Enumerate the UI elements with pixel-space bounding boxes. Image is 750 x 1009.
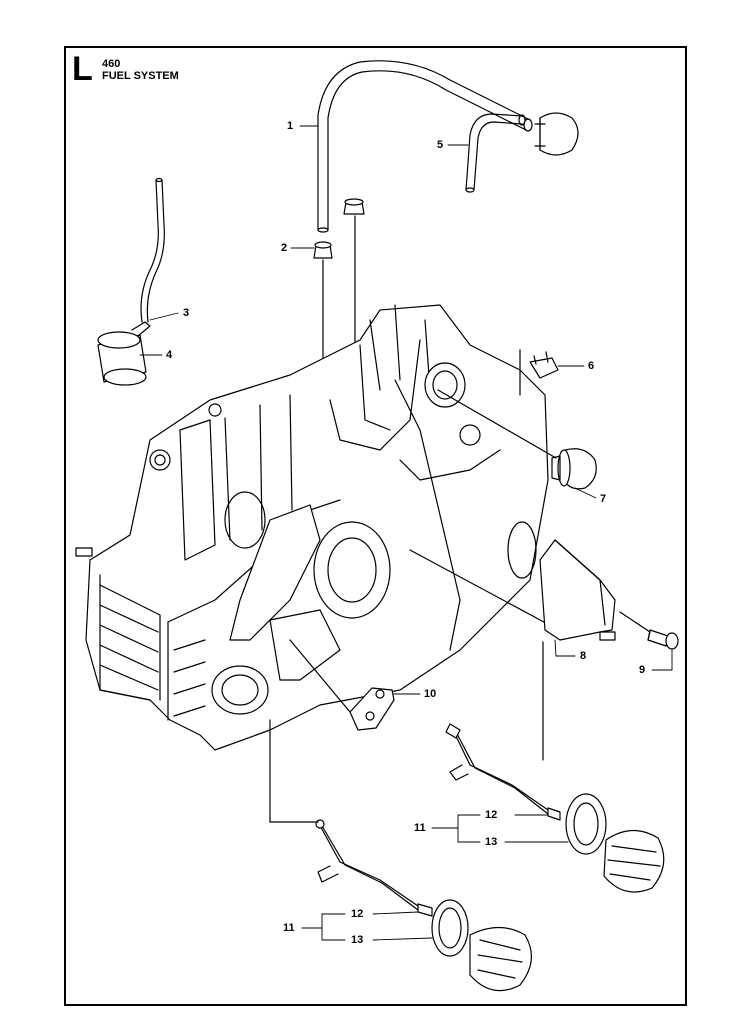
callout-13-lower: 13 bbox=[351, 934, 364, 946]
diagram-frame bbox=[64, 46, 687, 1006]
fuel-cap-assembly-upper bbox=[445, 641, 665, 893]
callout-3: 3 bbox=[183, 307, 190, 319]
callout-9: 9 bbox=[639, 664, 646, 676]
callout-12-upper: 12 bbox=[485, 809, 498, 821]
callout-13-upper: 13 bbox=[485, 836, 498, 848]
fuel-cap-assembly-lower bbox=[269, 719, 532, 992]
model-number: 460 bbox=[102, 58, 121, 70]
grommet-part bbox=[313, 198, 365, 421]
pickup-hose-part bbox=[140, 177, 165, 323]
callout-12-lower: 12 bbox=[351, 908, 364, 920]
callout-10: 10 bbox=[424, 688, 437, 700]
callout-7: 7 bbox=[600, 493, 607, 505]
callout-8: 8 bbox=[580, 650, 587, 662]
callout-2: 2 bbox=[281, 242, 288, 254]
section-letter: L bbox=[72, 50, 93, 88]
callout-11-upper: 11 bbox=[414, 822, 426, 834]
bracket-part bbox=[289, 639, 395, 731]
clip-part bbox=[519, 349, 559, 396]
callout-6: 6 bbox=[588, 360, 595, 372]
callout-4: 4 bbox=[166, 349, 173, 361]
fuel-hose-part bbox=[317, 60, 533, 233]
crankcase-housing bbox=[75, 304, 556, 751]
fuel-filter-part bbox=[97, 321, 151, 386]
callout-5: 5 bbox=[437, 139, 444, 151]
screw-part bbox=[619, 611, 679, 650]
return-hose-part bbox=[465, 112, 579, 193]
section-title: FUEL SYSTEM bbox=[102, 70, 179, 82]
primer-bulb-part bbox=[437, 389, 597, 490]
callout-11-lower: 11 bbox=[283, 922, 295, 934]
callout-1: 1 bbox=[287, 120, 294, 132]
leader-lines bbox=[139, 125, 673, 941]
cover-plate-part bbox=[539, 539, 616, 641]
